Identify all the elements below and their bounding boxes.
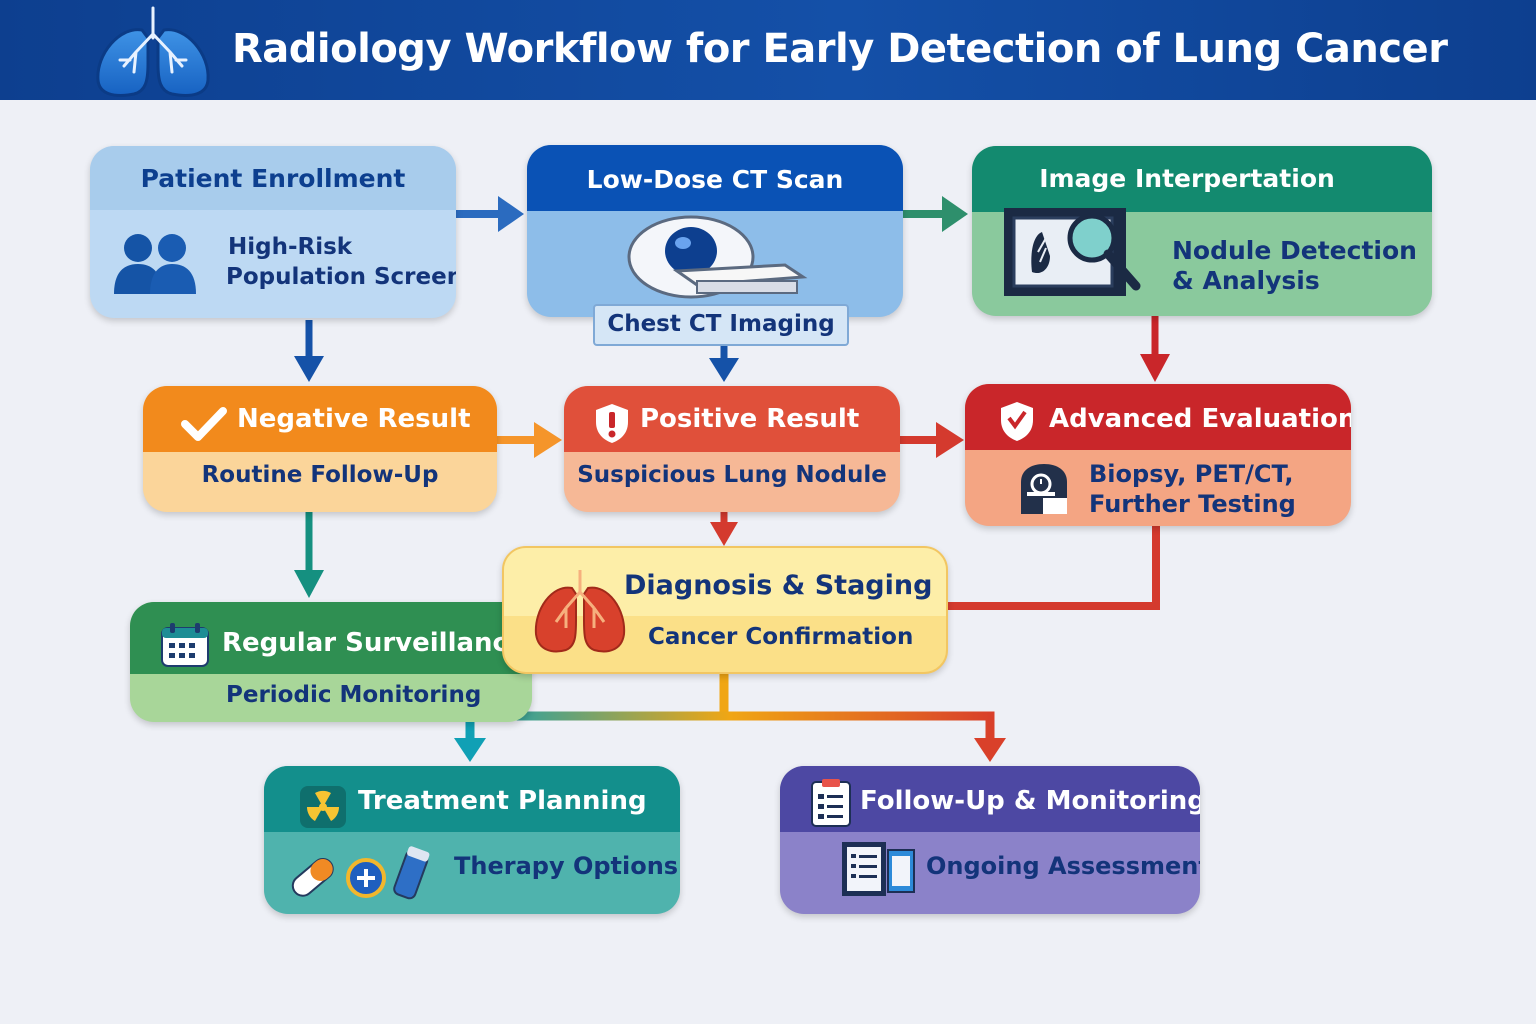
xray-magnifier-icon (1004, 208, 1141, 296)
page-title: Radiology Workflow for Early Detection o… (232, 26, 1448, 72)
node-title: Positive Result (640, 404, 860, 434)
node-treatment-planning[interactable]: Treatment Planning Therapy Options (264, 766, 680, 914)
node-low-dose-ct-scan[interactable]: Low-Dose CT Scan (527, 145, 903, 317)
arrow-negative-to-surveillance (294, 512, 324, 598)
node-detail-line-2: Further Testing (1089, 490, 1296, 518)
clipboard-icon (842, 842, 915, 896)
node-negative-result[interactable]: Negative Result Routine Follow-Up (143, 386, 497, 512)
checkmark-icon (181, 407, 227, 441)
node-detail-line-1: Nodule Detection (1172, 236, 1417, 265)
ct-caption-box: Chest CT Imaging (593, 304, 849, 346)
node-title: Regular Surveillance (222, 628, 526, 658)
arrow-ct-to-positive (709, 342, 739, 382)
ct-scanner-icon (627, 215, 808, 299)
arrow-enrollment-to-ct (456, 196, 524, 232)
node-diagnosis-staging[interactable]: Diagnosis & Staging Cancer Confirmation (502, 546, 948, 674)
node-detail-line-1: High-Risk (228, 234, 353, 260)
checklist-icon (811, 779, 851, 827)
biopsy-device-icon (1021, 464, 1067, 514)
node-regular-surveillance[interactable]: Regular Surveillance Periodic Monitoring (130, 602, 532, 722)
arrow-interpretation-to-advanced (1140, 316, 1170, 382)
arrow-advanced-to-diagnosis (944, 526, 1160, 610)
pills-icon (291, 846, 430, 900)
calendar-icon (161, 623, 209, 667)
node-follow-up-monitoring[interactable]: Follow-Up & Monitoring Ongoing Assessmen… (780, 766, 1200, 914)
node-patient-enrollment[interactable]: Patient Enrollment High-Risk Population … (90, 146, 456, 318)
node-title: Low-Dose CT Scan (586, 165, 844, 194)
node-title: Treatment Planning (358, 786, 647, 816)
node-positive-result[interactable]: Positive Result Suspicious Lung Nodule (564, 386, 900, 512)
arrow-positive-to-diagnosis (710, 512, 738, 546)
arrow-positive-to-advanced (900, 422, 964, 458)
arrow-diagnosis-branches (454, 670, 1006, 762)
ct-caption: Chest CT Imaging (607, 311, 835, 337)
people-icon (114, 234, 196, 294)
node-title: Image Interpertation (1039, 164, 1335, 193)
alert-shield-icon (596, 404, 628, 443)
alert-shield-icon (1001, 402, 1033, 441)
arrow-enrollment-to-negative (294, 320, 324, 382)
node-detail-line-1: Biopsy, PET/CT, (1089, 460, 1294, 488)
node-subtitle: Suspicious Lung Nodule (577, 462, 887, 488)
arrow-negative-to-positive (497, 422, 562, 458)
red-lungs-icon (534, 570, 626, 653)
node-subtitle: Ongoing Assessment (926, 852, 1200, 880)
node-title: Negative Result (237, 404, 471, 434)
arrow-ct-to-interpretation (903, 196, 968, 232)
node-title: Follow-Up & Monitoring (860, 786, 1200, 816)
node-title: Advanced Evaluation (1049, 404, 1351, 434)
radiation-icon (300, 786, 346, 828)
lungs-icon (96, 6, 210, 97)
node-subtitle: Therapy Options (454, 852, 679, 880)
node-subtitle: Routine Follow-Up (201, 462, 439, 488)
node-subtitle: Periodic Monitoring (226, 682, 482, 708)
node-image-interpretation[interactable]: Image Interpertation Nodule Detection & … (972, 146, 1432, 316)
node-subtitle: Cancer Confirmation (648, 624, 914, 650)
node-advanced-evaluation[interactable]: Advanced Evaluation Biopsy, PET/CT, Furt… (965, 384, 1351, 526)
node-title: Diagnosis & Staging (624, 570, 933, 601)
node-detail-line-2: Population Screening (226, 264, 456, 290)
node-title: Patient Enrollment (140, 164, 406, 193)
header-bar: Radiology Workflow for Early Detection o… (0, 0, 1536, 100)
node-detail-line-2: & Analysis (1172, 266, 1320, 295)
